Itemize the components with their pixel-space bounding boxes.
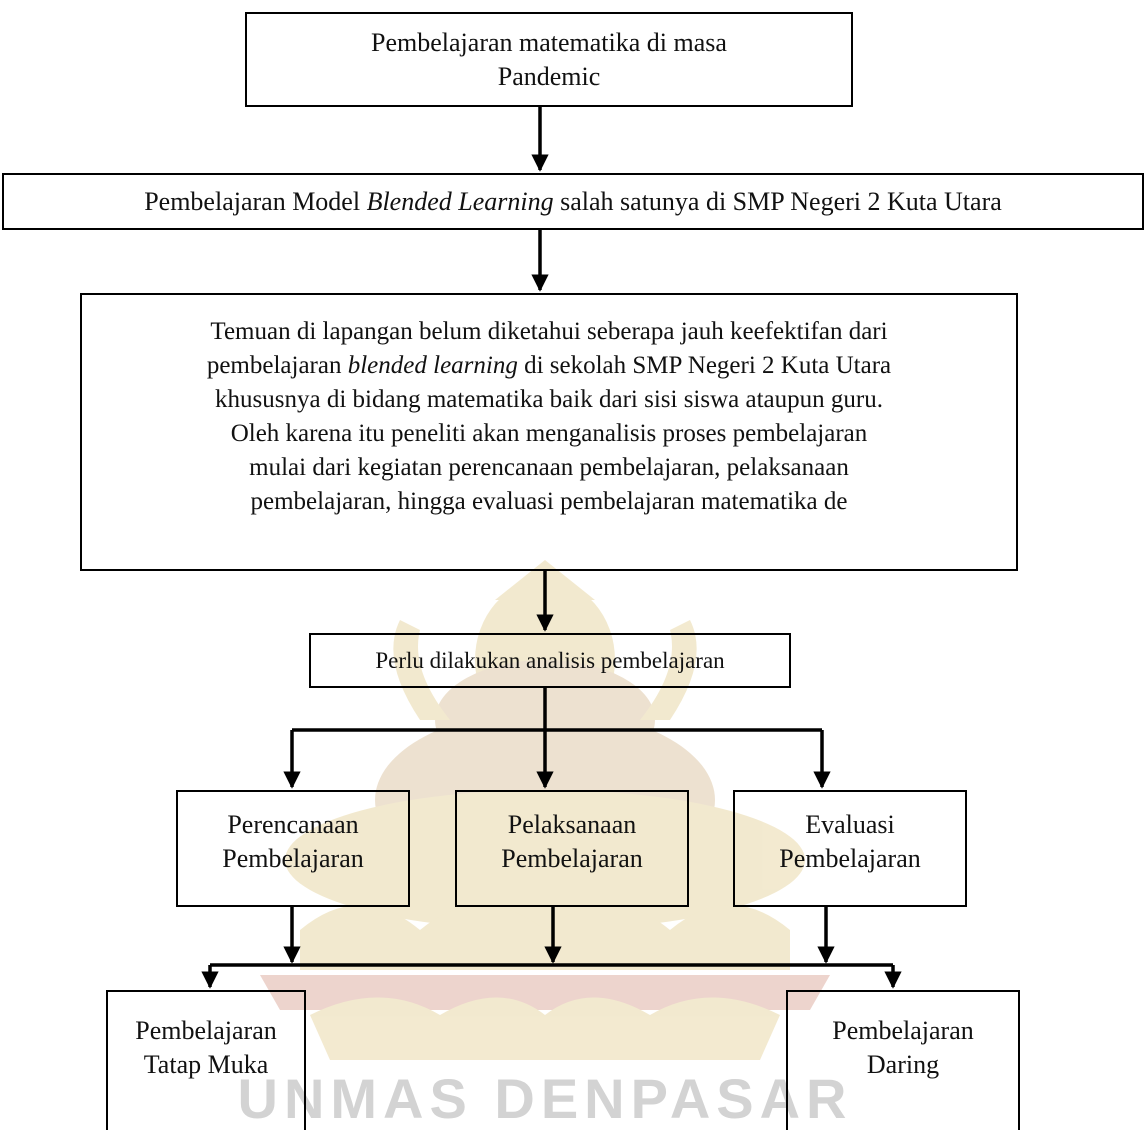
- box-planning: Perencanaan Pembelajaran: [176, 790, 410, 907]
- box-line: Pembelajaran: [135, 1016, 277, 1045]
- box-implementation: Pelaksanaan Pembelajaran: [455, 790, 689, 907]
- box-field-findings: Temuan di lapangan belum diketahui seber…: [80, 293, 1018, 571]
- box-line: Pembelajaran: [832, 1016, 974, 1045]
- box-line: Pembelajaran: [779, 844, 921, 873]
- box-text: Pembelajaran Model: [144, 187, 367, 216]
- box-line: Pandemic: [497, 62, 601, 91]
- box-line: pembelajaran, hingga evaluasi pembelajar…: [250, 488, 848, 515]
- box-line: Oleh karena itu peneliti akan menganalis…: [230, 420, 868, 447]
- box-line: mulai dari kegiatan perencanaan pembelaj…: [249, 454, 849, 481]
- box-pandemic-learning: Pembelajaran matematika di masa Pandemic: [245, 12, 853, 107]
- box-line: Temuan di lapangan belum diketahui seber…: [210, 318, 888, 345]
- box-text: pembelajaran: [206, 352, 348, 379]
- box-text-italic: blended learning: [347, 352, 518, 379]
- box-online-learning: Pembelajaran Daring: [786, 990, 1020, 1130]
- box-text: salah satunya di SMP Negeri 2 Kuta Utara: [553, 187, 1002, 216]
- watermark-text: UNMAS DENPASAR: [238, 1067, 853, 1122]
- box-line: Daring: [866, 1050, 940, 1079]
- box-line: khususnya di bidang matematika baik dari…: [215, 386, 883, 413]
- box-line: pembelajaran blended learning di sekolah…: [82, 349, 1016, 383]
- box-line: Pembelajaran: [222, 844, 364, 873]
- box-text-italic: Blended Learning: [366, 187, 554, 216]
- box-analysis-needed: Perlu dilakukan analisis pembelajaran: [309, 633, 791, 688]
- box-line: Tatap Muka: [143, 1050, 269, 1079]
- box-line: Pembelajaran matematika di masa: [371, 28, 727, 57]
- box-evaluation: Evaluasi Pembelajaran: [733, 790, 967, 907]
- box-line: Evaluasi: [805, 810, 895, 839]
- box-line: Perencanaan: [227, 810, 359, 839]
- box-text: di sekolah SMP Negeri 2 Kuta Utara: [517, 352, 892, 379]
- box-blended-learning-model: Pembelajaran Model Blended Learning sala…: [2, 173, 1144, 230]
- box-line: Perlu dilakukan analisis pembelajaran: [375, 648, 725, 673]
- box-line: Pembelajaran: [501, 844, 643, 873]
- box-line: Pelaksanaan: [507, 810, 637, 839]
- box-face-to-face-learning: Pembelajaran Tatap Muka: [106, 990, 306, 1130]
